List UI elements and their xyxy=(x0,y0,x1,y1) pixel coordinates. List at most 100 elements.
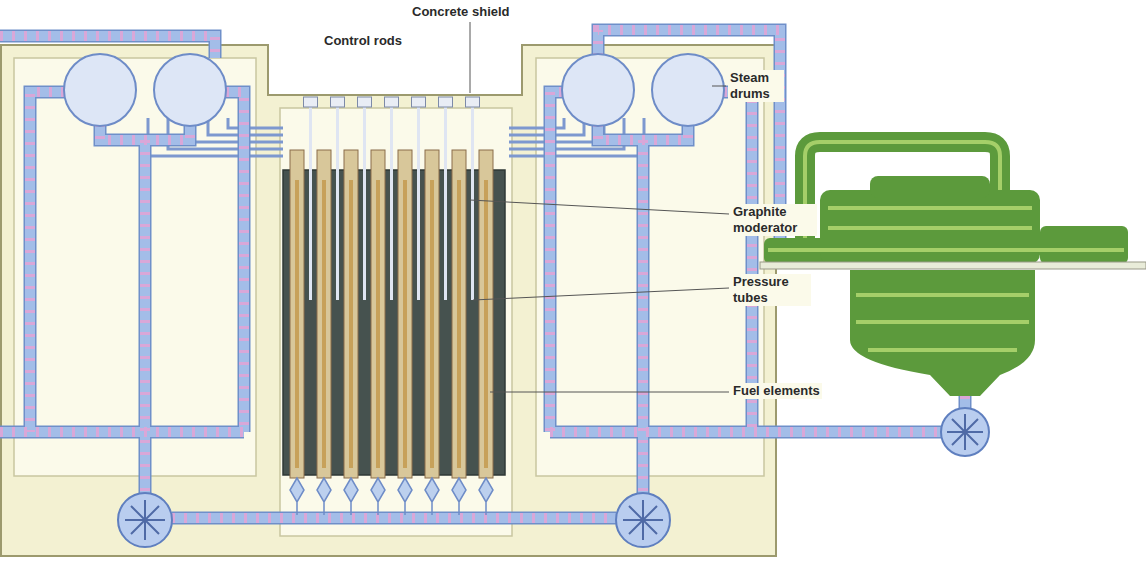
pipe xyxy=(30,92,64,432)
inlet-valve xyxy=(290,478,304,515)
leader-line xyxy=(490,392,729,393)
pipe xyxy=(598,124,688,140)
steam-drum xyxy=(652,54,724,126)
rod-drive xyxy=(439,97,453,107)
riser-pipe xyxy=(228,118,283,128)
pump xyxy=(941,408,989,456)
shield-chamber xyxy=(536,58,764,476)
pipe xyxy=(100,124,190,140)
control-rod xyxy=(390,104,393,300)
pressure-tube xyxy=(425,150,439,478)
fuel-element xyxy=(349,180,353,468)
pipe xyxy=(550,427,942,437)
pipe xyxy=(172,513,616,523)
pressure-tube xyxy=(371,150,385,478)
steam-drum xyxy=(64,54,136,126)
condenser xyxy=(850,270,1035,396)
pump-impeller xyxy=(125,500,165,540)
part-label: Steam drums xyxy=(728,70,784,102)
pipe xyxy=(100,124,190,140)
pressure-tube xyxy=(479,150,493,478)
pump-casing xyxy=(616,493,670,547)
pipe xyxy=(226,92,244,432)
part-label: Concrete shield xyxy=(410,4,512,20)
part-label: Control rods xyxy=(322,33,404,49)
control-rod xyxy=(309,104,312,300)
turbine-stripe xyxy=(768,208,1124,250)
pipe xyxy=(637,140,650,494)
turbine-casing xyxy=(870,176,990,198)
pipe xyxy=(550,427,942,437)
concrete-shield xyxy=(1,45,776,556)
fuel-element xyxy=(484,180,488,468)
pipe-fill xyxy=(0,30,965,518)
pump-casing xyxy=(118,493,172,547)
turbine-floor xyxy=(760,262,1146,269)
fuel-element xyxy=(403,180,407,468)
shield-chamber xyxy=(14,58,256,476)
rod-drive xyxy=(412,97,426,107)
pipe xyxy=(724,92,752,432)
control-rod xyxy=(363,104,366,300)
leader-line xyxy=(473,288,729,300)
fuel-element xyxy=(457,180,461,468)
part-label: Fuel elements xyxy=(731,383,822,399)
pipe xyxy=(550,426,942,439)
pipe xyxy=(0,426,244,439)
pressure-tube xyxy=(290,150,304,478)
fuel-element xyxy=(376,180,380,468)
pipe xyxy=(226,92,244,432)
inlet-valves xyxy=(290,478,493,515)
pipe xyxy=(100,124,190,140)
inlet-valve xyxy=(371,478,385,515)
pipe xyxy=(550,92,562,432)
fuel-element xyxy=(430,180,434,468)
pump-impeller xyxy=(623,500,663,540)
pressure-tube xyxy=(317,150,331,478)
riser-pipes xyxy=(148,118,644,156)
pipe-outline xyxy=(0,30,965,518)
pipe xyxy=(550,92,562,432)
pipe xyxy=(724,92,752,432)
pump-impeller xyxy=(947,414,983,450)
pump-casing xyxy=(941,408,989,456)
pipe-stripes xyxy=(0,30,965,518)
pipe xyxy=(638,140,648,494)
pressure-tube xyxy=(452,150,466,478)
pipe xyxy=(638,140,648,494)
pipe xyxy=(140,140,150,494)
pressure-tube xyxy=(344,150,358,478)
pipe xyxy=(598,124,688,140)
rod-drives xyxy=(304,97,480,107)
steam-drum xyxy=(562,54,634,126)
fuel-element xyxy=(295,180,299,468)
inlet-valve xyxy=(344,478,358,515)
fuel-element xyxy=(322,180,326,468)
inlet-valve xyxy=(452,478,466,515)
leader-line xyxy=(712,86,726,87)
control-rods xyxy=(311,104,473,300)
pipe xyxy=(139,140,152,494)
inlet-valve xyxy=(317,478,331,515)
rod-drive xyxy=(331,97,345,107)
pipe xyxy=(550,92,562,432)
rod-drive xyxy=(358,97,372,107)
control-rod xyxy=(471,104,474,300)
pipe xyxy=(172,513,616,523)
pump xyxy=(616,493,670,547)
leader-lines xyxy=(470,22,729,392)
pipe xyxy=(0,427,244,437)
rod-drive xyxy=(466,97,480,107)
leader-line xyxy=(470,200,729,214)
rod-drive xyxy=(385,97,399,107)
pipe xyxy=(30,92,64,432)
pipe xyxy=(724,92,752,432)
leader-line xyxy=(470,22,471,93)
steam-drums xyxy=(64,54,724,126)
shield-chamber xyxy=(280,108,512,536)
rod-drive xyxy=(304,97,318,107)
pressure-tube xyxy=(398,150,412,478)
turbine xyxy=(760,142,1146,396)
